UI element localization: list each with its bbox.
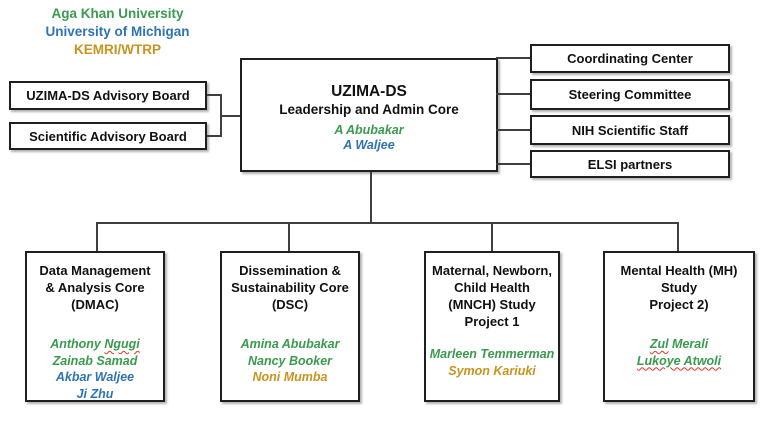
box-dmac: Data Management & Analysis Core (DMAC) A…	[25, 251, 165, 402]
center-box-members: A Abubakar A Waljee	[334, 123, 403, 153]
member-name: Lukoye Atwoli	[636, 353, 722, 368]
member-name: Amina Abubakar	[240, 337, 340, 351]
box-coordinating-center: Coordinating Center	[530, 44, 730, 73]
member-name: Marleen Temmerman	[429, 347, 555, 361]
box-steering-committee: Steering Committee	[530, 79, 730, 110]
bottom-box-title: Mental Health (MH) Study Project 2)	[620, 263, 738, 312]
bottom-box-members: Anthony Ngugi Zainab Samad Akbar Waljee …	[50, 336, 140, 402]
affiliation-legend: Aga Khan University University of Michig…	[5, 5, 230, 59]
member-name: Anthony Ngugi	[50, 337, 140, 351]
member-name: A Waljee	[343, 138, 395, 152]
box-leadership-admin-core: UZIMA-DS Leadership and Admin Core A Abu…	[240, 58, 498, 172]
center-box-subtitle: Leadership and Admin Core	[279, 102, 459, 117]
box-label: Steering Committee	[568, 87, 692, 102]
box-label: Scientific Advisory Board	[29, 128, 187, 144]
box-mnch-study-project-1: Maternal, Newborn, Child Health (MNCH) S…	[424, 251, 560, 402]
connector-drop-mh	[677, 222, 679, 251]
affiliation-michigan: University of Michigan	[45, 24, 190, 39]
connector-drop-dsc	[288, 222, 290, 251]
box-label: NIH Scientific Staff	[571, 122, 689, 138]
connector-left-bracket	[220, 94, 222, 137]
member-name: Nancy Booker	[247, 353, 333, 368]
connector-right-stub-4	[496, 163, 530, 165]
bottom-box-members: Marleen Temmerman Symon Kariuki	[430, 346, 555, 379]
box-uzima-ds-advisory-board: UZIMA-DS Advisory Board	[9, 81, 207, 110]
box-label: UZIMA-DS Advisory Board	[26, 88, 190, 103]
box-scientific-advisory-board: Scientific Advisory Board	[9, 122, 207, 150]
box-nih-scientific-staff: NIH Scientific Staff	[530, 115, 730, 145]
connector-right-stub-2	[496, 93, 530, 95]
box-mh-study-project-2: Mental Health (MH) Study Project 2) Zul …	[603, 251, 755, 402]
connector-bottom-rail	[96, 222, 679, 224]
box-elsi-partners: ELSI partners	[530, 150, 730, 178]
box-label: Coordinating Center	[567, 51, 693, 66]
bottom-box-title: Data Management & Analysis Core (DMAC)	[39, 263, 151, 312]
connector-left-mid	[222, 115, 240, 117]
connector-right-stub-1	[496, 57, 530, 59]
member-name: Noni Mumba	[252, 370, 328, 384]
bottom-box-title: Maternal, Newborn, Child Health (MNCH) S…	[432, 263, 552, 329]
center-box-title: UZIMA-DS	[331, 83, 407, 100]
bottom-box-members: Amina Abubakar Nancy Booker Noni Mumba	[241, 336, 340, 386]
member-name: Ji Zhu	[76, 386, 114, 401]
affiliation-aga-khan: Aga Khan University	[51, 6, 184, 21]
affiliation-kemri: KEMRI/WTRP	[74, 42, 161, 57]
member-name: Symon Kariuki	[448, 363, 536, 378]
connector-drop-mnch	[491, 222, 493, 251]
bottom-box-members: Zul Merali Lukoye Atwoli	[637, 336, 721, 369]
connector-left-stub-bottom	[207, 135, 222, 137]
box-dsc: Dissemination & Sustainability Core (DSC…	[220, 251, 360, 402]
member-name: A Abubakar	[334, 123, 404, 137]
member-name: Akbar Waljee	[55, 370, 135, 384]
connector-center-drop	[370, 172, 372, 224]
box-label: ELSI partners	[587, 156, 673, 172]
member-name: Zul Merali	[649, 337, 709, 351]
connector-drop-dmac	[96, 222, 98, 251]
member-name: Zainab Samad	[52, 353, 138, 368]
connector-left-stub-top	[207, 94, 222, 96]
bottom-box-title: Dissemination & Sustainability Core (DSC…	[231, 263, 349, 312]
connector-right-stub-3	[496, 129, 530, 131]
